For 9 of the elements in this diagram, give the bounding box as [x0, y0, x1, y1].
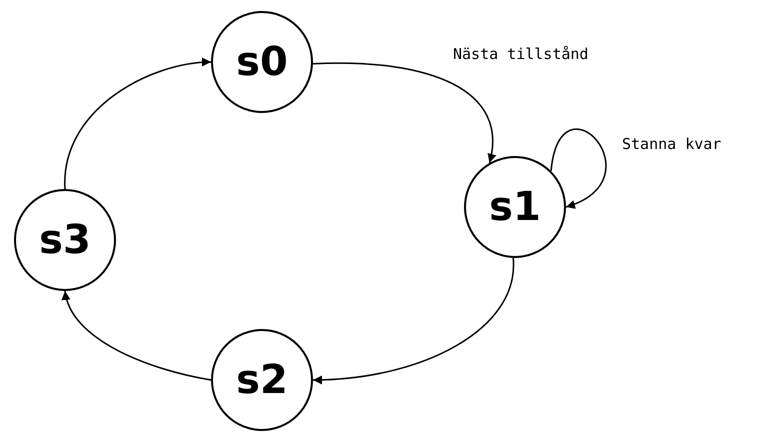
- arrow: [62, 290, 212, 381]
- state-name: s1: [489, 184, 541, 230]
- arrow: [64, 58, 212, 190]
- arrow: [550, 128, 607, 208]
- arrow: [312, 62, 496, 163]
- state-name: s2: [236, 357, 288, 403]
- state-name: s3: [39, 217, 91, 263]
- arrow: [312, 258, 514, 384]
- state-name: s0: [236, 39, 288, 85]
